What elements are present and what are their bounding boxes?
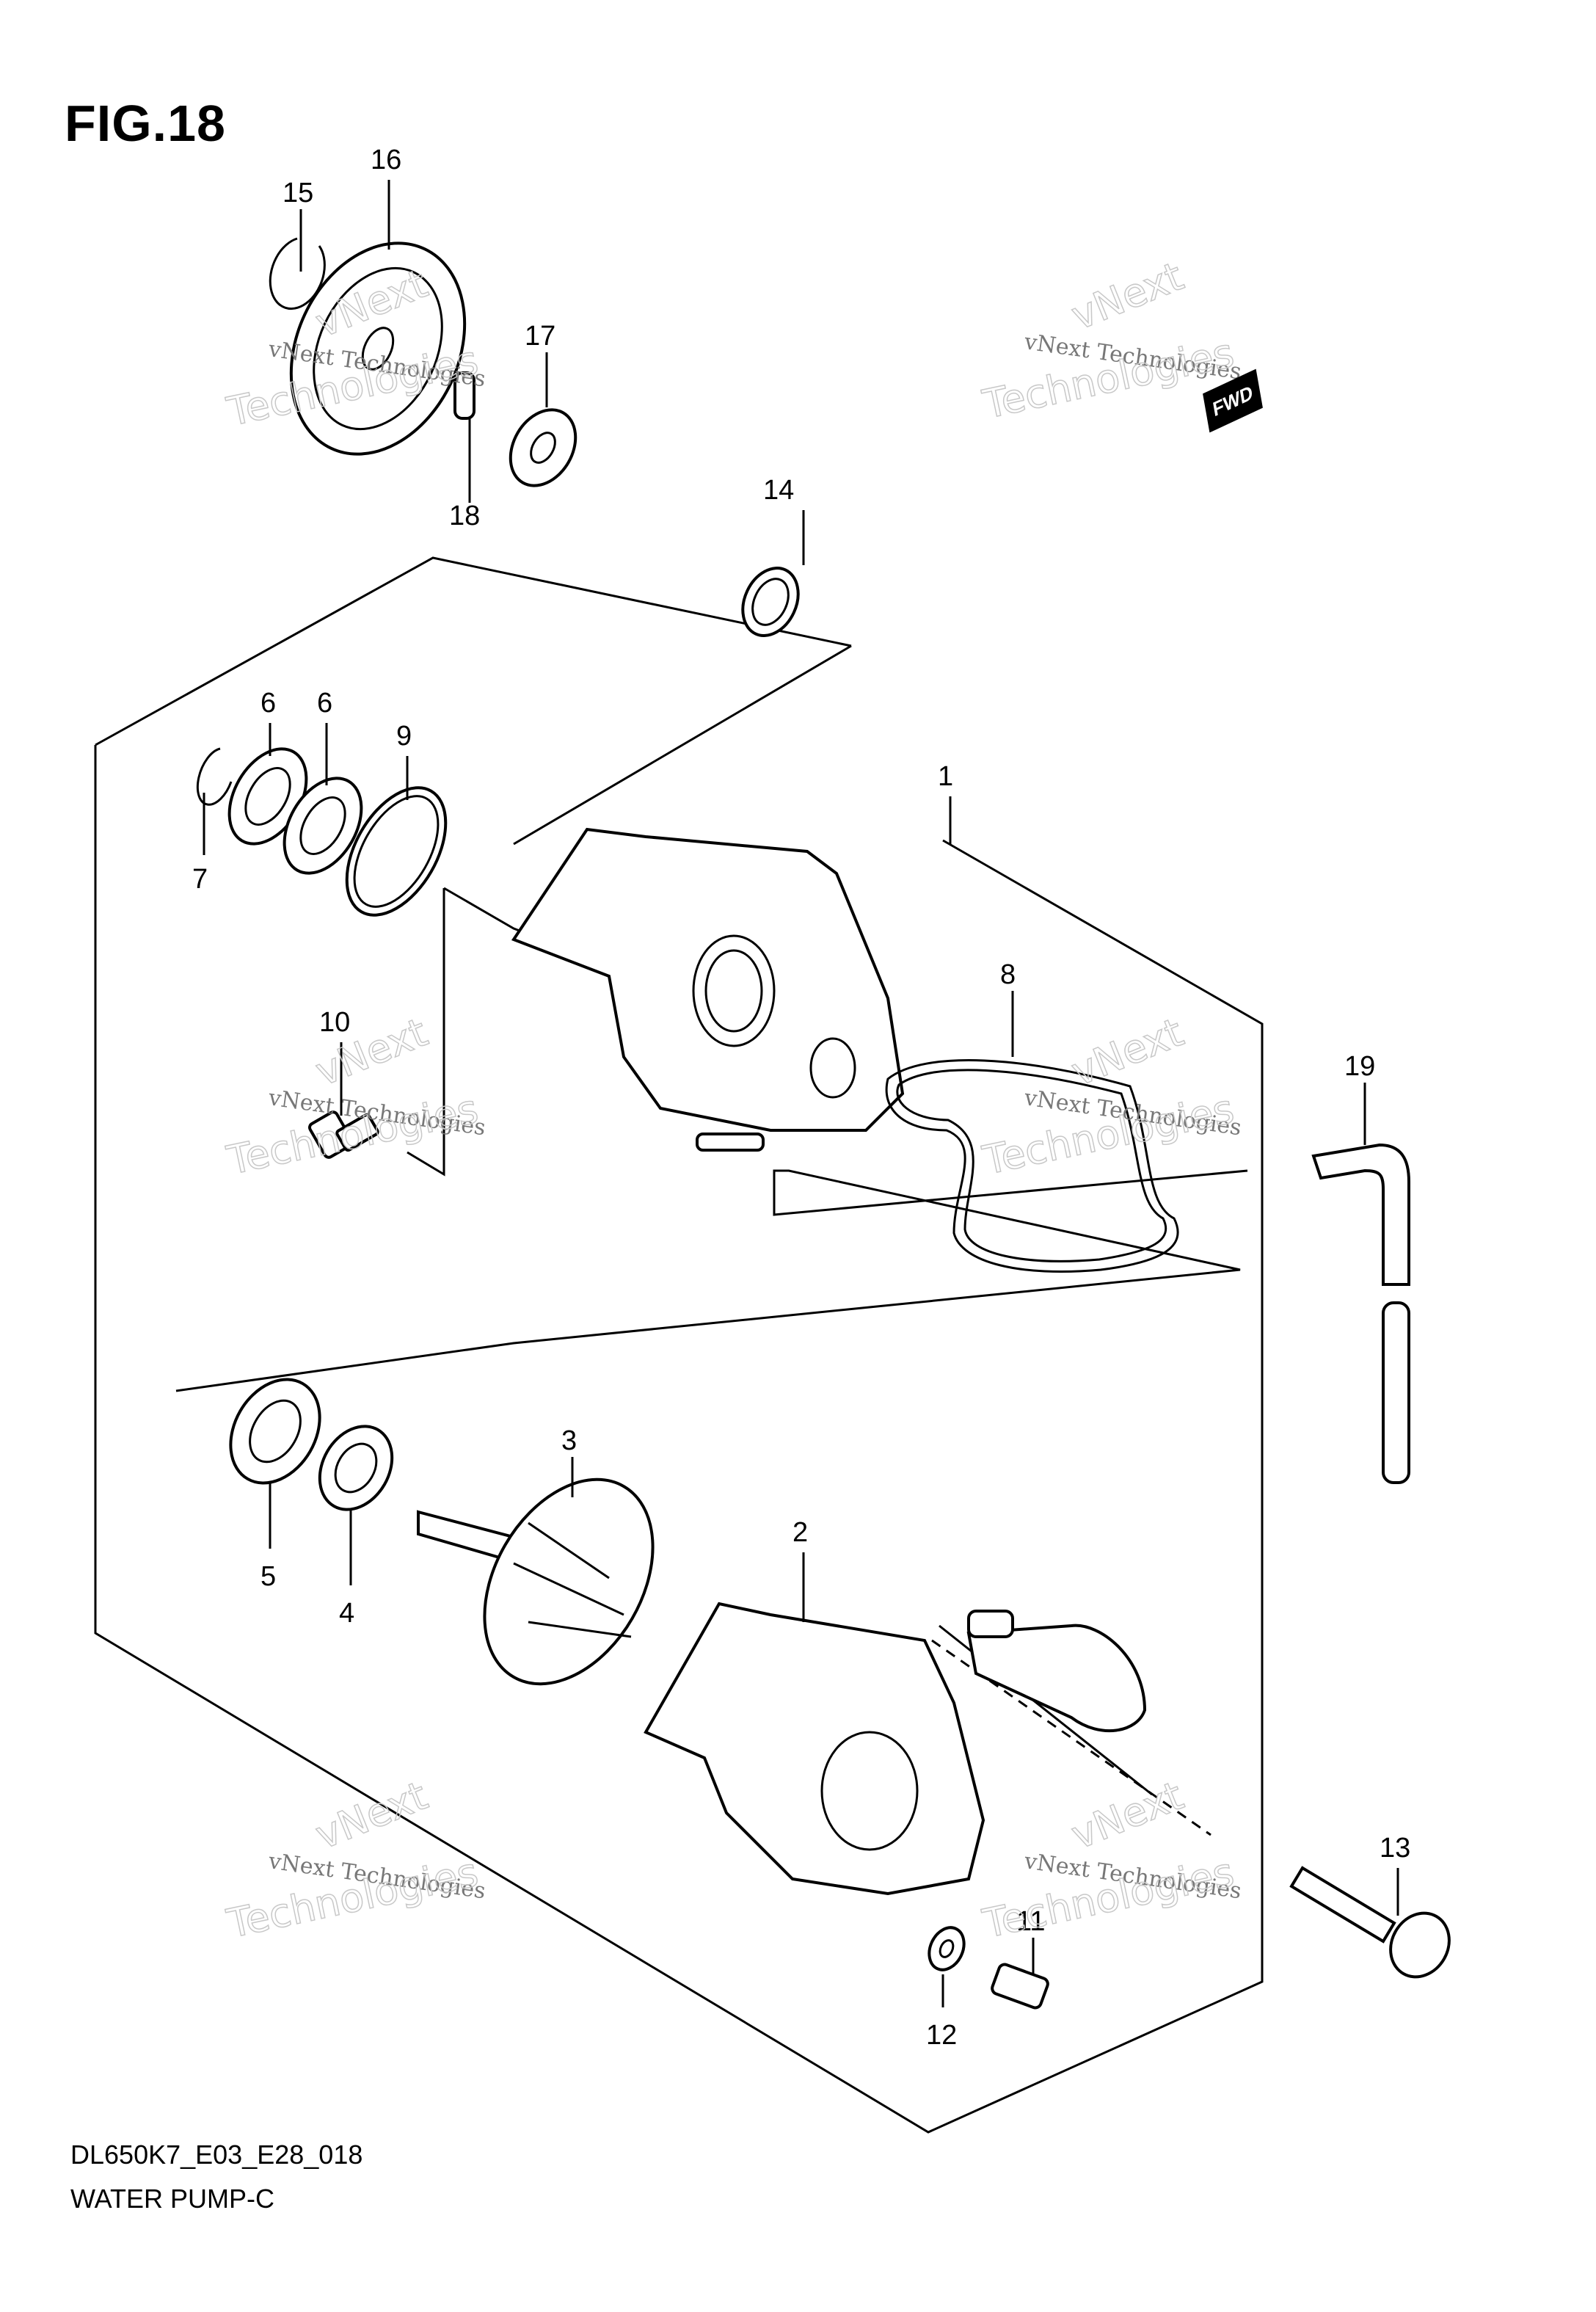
hose-part: [1311, 1143, 1410, 1484]
callout-7: 7: [192, 864, 208, 895]
flange-bolt-part: [1289, 1866, 1451, 1979]
washer-part: [509, 408, 577, 487]
mechanical-seal-part: [318, 1425, 394, 1511]
callout-1: 1: [938, 761, 953, 792]
callout-4: 4: [339, 1598, 354, 1629]
svg-text:vNext: vNext: [309, 1773, 434, 1859]
callout-6b: 6: [317, 688, 332, 719]
callout-11: 11: [1016, 1906, 1045, 1937]
callout-17: 17: [525, 321, 555, 352]
bearing-part: [227, 747, 308, 846]
callout-12: 12: [926, 2020, 957, 2051]
gasket-part: [885, 1059, 1179, 1273]
figure-title: FIG.18: [65, 95, 226, 152]
oil-seal-part: [229, 1378, 321, 1485]
svg-text:vNext: vNext: [1065, 1009, 1189, 1096]
diagram-name: WATER PUMP-C: [70, 2184, 274, 2214]
callout-6a: 6: [260, 688, 276, 719]
callout-2: 2: [792, 1517, 808, 1548]
callout-18: 18: [449, 501, 480, 531]
callout-5: 5: [260, 1561, 276, 1592]
callout-10: 10: [319, 1007, 350, 1038]
pin-part: [453, 371, 475, 420]
drain-bolt-part: [991, 1963, 1049, 2010]
bolt-part: [308, 1110, 379, 1159]
callout-14: 14: [763, 475, 794, 506]
callout-19: 19: [1344, 1051, 1375, 1082]
callout-labels: 1 2 3 4 5 6 6 7 8 9 10 11 12 13 14 15 16…: [192, 145, 1410, 2051]
o-ring-part: [345, 786, 448, 917]
circlip-part: [196, 747, 233, 806]
callout-16: 16: [371, 145, 401, 175]
impeller-shaft-part: [417, 1477, 655, 1686]
diagram-code: DL650K7_E03_E28_018: [70, 2140, 363, 2170]
callout-9: 9: [396, 721, 412, 752]
callout-8: 8: [1000, 959, 1016, 990]
sealing-washer-part: [928, 1926, 966, 1971]
callout-13: 13: [1380, 1833, 1410, 1864]
bearing-part: [283, 777, 363, 875]
gear-sprocket-part: [289, 241, 467, 456]
callout-15: 15: [283, 178, 313, 208]
callout-3: 3: [561, 1425, 577, 1456]
o-ring-part: [741, 567, 800, 637]
callout-leaders: [203, 180, 1399, 2007]
pump-housing-part: [644, 1602, 1147, 1896]
svg-text:vNext: vNext: [1065, 253, 1189, 340]
svg-text:vNext: vNext: [1065, 1773, 1189, 1859]
circlip-part: [269, 237, 326, 310]
assembly-outline: [94, 556, 1264, 2134]
pump-case-part: [511, 827, 905, 1152]
